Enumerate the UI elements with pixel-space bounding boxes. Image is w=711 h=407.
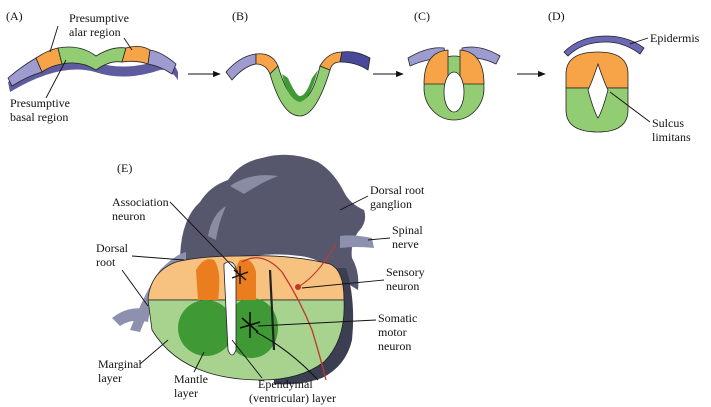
groove-alar-right — [319, 51, 343, 71]
alar-mantle-left — [196, 259, 220, 300]
panel-b-label: (B) — [232, 9, 248, 23]
spinal-label-line2: nerve — [392, 237, 419, 251]
basal-leader — [45, 59, 67, 99]
label-association-neuron: Association neuron — [112, 195, 239, 273]
groove-lateral-right — [339, 51, 371, 71]
ganglion-highlight — [230, 175, 278, 194]
mantle-right — [226, 298, 278, 358]
spinal-leader — [367, 237, 391, 241]
sulcus-label-line2: limitans — [652, 130, 691, 144]
droot-label-line1: Dorsal — [96, 241, 129, 255]
label-sulcus-limitans: Sulcus limitans — [609, 91, 691, 144]
somatic-label-line1: Somatic — [378, 311, 417, 325]
label-epidermis: Epidermis — [629, 31, 700, 45]
basal-label-line1: Presumptive — [10, 96, 70, 110]
sensory-neuron-fibre — [241, 257, 327, 381]
panel-b-neural-groove: (B) — [225, 9, 371, 117]
panel-e-spinal-cord: (E) — [112, 154, 374, 385]
sensory-neuron-body — [295, 284, 301, 290]
assoc-label-line2: neuron — [112, 209, 145, 223]
drg-leader — [339, 195, 369, 211]
label-marginal-layer: Marginal layer — [98, 339, 169, 385]
association-neuron-mark — [231, 266, 249, 284]
motor-axon — [255, 331, 319, 381]
epidermis-label: Epidermis — [650, 31, 700, 45]
tube-d-epidermis — [563, 35, 645, 57]
groove-lateral-left — [225, 53, 257, 81]
label-spinal-nerve: Spinal nerve — [367, 223, 423, 251]
sensory-label-line1: Sensory — [386, 265, 425, 279]
somatic-motor-neuron-mark — [239, 312, 261, 338]
droot-leader-1 — [131, 255, 185, 261]
plate-alar-right — [121, 46, 151, 65]
label-sensory-neuron: Sensory neuron — [301, 265, 425, 293]
mantle-label-line2: layer — [174, 386, 198, 400]
assoc-leader — [169, 201, 239, 273]
panel-c-label: (C) — [414, 9, 430, 23]
somatic-label-line3: neuron — [378, 339, 411, 353]
tube-d-lumen — [587, 62, 609, 119]
alar-leader-left — [49, 25, 59, 53]
droot-label-line2: root — [96, 255, 116, 269]
somatic-label-line2: motor — [378, 325, 407, 339]
epidermis-leader — [629, 37, 649, 45]
droot-leader-2 — [121, 269, 149, 307]
ependymal-label-line2: (ventricular) layer — [249, 391, 336, 405]
sensory-label-line2: neuron — [386, 279, 419, 293]
ventral-root-fibre — [112, 308, 150, 326]
tube-c-alar-right — [459, 49, 485, 85]
panel-a-neural-plate: (A) — [6, 9, 178, 92]
marginal-label-line2: layer — [98, 371, 122, 385]
ependymal-label-line1: Ependymal — [258, 377, 313, 391]
label-dorsal-root-ganglion: Dorsal root ganglion — [339, 183, 425, 211]
sulcus-label-line1: Sulcus — [652, 116, 684, 130]
spinal-nerve-stub — [340, 235, 374, 248]
label-dorsal-root: Dorsal root — [96, 241, 185, 307]
mantle-left — [178, 300, 234, 356]
marginal-leader — [139, 339, 169, 365]
label-mantle-layer: Mantle layer — [174, 351, 208, 400]
central-canal — [223, 261, 237, 356]
label-presumptive-basal: Presumptive basal region — [10, 59, 70, 124]
ganglion-highlight-2 — [208, 206, 226, 240]
label-somatic-motor-neuron: Somatic motor neuron — [257, 311, 417, 353]
mantle-label-line1: Mantle — [174, 372, 208, 386]
label-ependymal-layer: Ependymal (ventricular) layer — [231, 339, 336, 405]
groove-basal-inner — [282, 70, 318, 102]
tube-c-lumen — [443, 71, 465, 113]
panel-c-closing-tube: (C) — [407, 9, 501, 121]
groove-basal — [269, 65, 331, 117]
drg-label-line1: Dorsal root — [370, 183, 425, 197]
panel-d-neural-tube: (D) — [548, 9, 645, 133]
ependymal-leader — [231, 339, 263, 379]
alar-label-line2: alar region — [69, 25, 121, 39]
panel-d-label: (D) — [548, 9, 565, 23]
cord-right-wall — [274, 268, 354, 385]
panel-a-label: (A) — [6, 9, 23, 23]
ventral-fissure — [268, 269, 276, 351]
plate-lateral-right — [147, 49, 177, 75]
somatic-leader — [257, 319, 377, 327]
sulcus-leader — [609, 91, 651, 123]
label-presumptive-alar: Presumptive alar region — [49, 11, 133, 53]
basal-label-line2: basal region — [10, 110, 68, 124]
sensory-leader — [301, 279, 385, 289]
assoc-label-line1: Association — [112, 195, 169, 209]
spinal-label-line1: Spinal — [392, 223, 423, 237]
tube-c-alar-left — [423, 49, 449, 85]
mantle-leader — [193, 351, 205, 373]
alar-leader-right — [123, 37, 133, 51]
drg-label-line2: ganglion — [370, 197, 412, 211]
panel-e-label: (E) — [117, 161, 132, 175]
marginal-label-line1: Marginal — [98, 357, 142, 371]
alar-label-line1: Presumptive — [69, 11, 129, 25]
